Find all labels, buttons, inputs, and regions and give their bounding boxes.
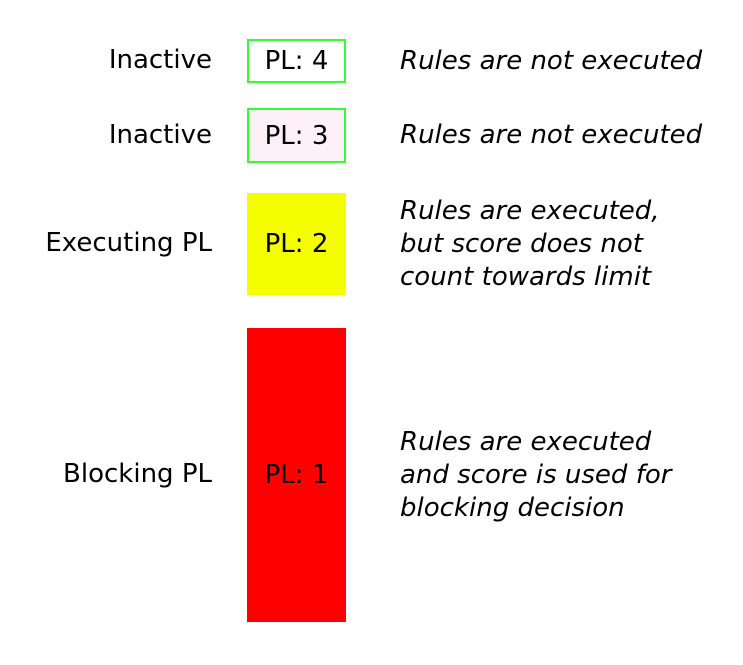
state-label-pl1: Blocking PL [63,459,212,490]
pl4-box-label: PL: 4 [264,46,329,76]
pl3-description: Rules are not executed [400,120,703,150]
pl2-box: PL: 2 [247,193,346,295]
pl3-box: PL: 3 [247,108,346,163]
pl3-box-label: PL: 3 [264,120,329,151]
pl1-description: Rules are executed and score is used for… [400,426,672,523]
pl2-description: Rules are executed, but score does not c… [400,195,660,292]
pl1-box-label: PL: 1 [264,460,329,490]
pl4-description: Rules are not executed [400,45,703,76]
state-label-pl4: Inactive [108,45,212,76]
pl2-box-label: PL: 2 [264,229,329,259]
row-pl2: Executing PL PL: 2 Rules are executed, b… [0,193,743,295]
pl1-box: PL: 1 [247,328,346,622]
row-pl4: Inactive PL: 4 Rules are not executed [0,39,743,83]
state-label-pl3: Inactive [108,119,212,150]
pl4-box: PL: 4 [247,39,346,83]
row-pl1: Blocking PL PL: 1 Rules are executed and… [0,328,743,622]
state-label-pl2: Executing PL [45,228,212,259]
row-pl3: Inactive PL: 3 Rules are not executed [0,108,743,163]
